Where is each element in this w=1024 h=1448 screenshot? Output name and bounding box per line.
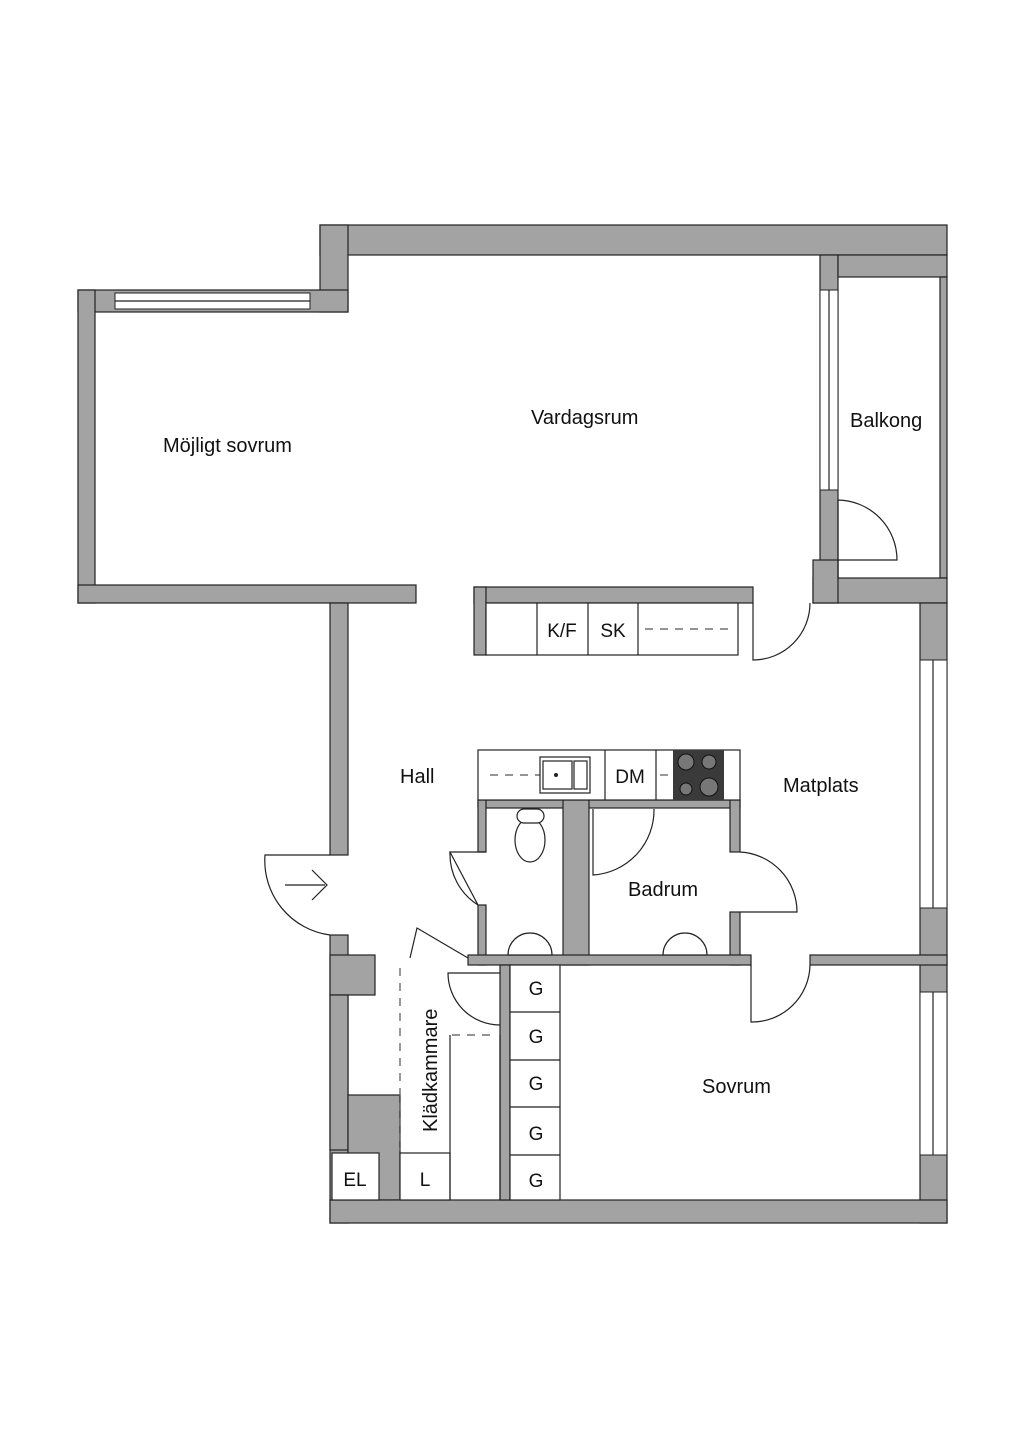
room-label-matplats: Matplats xyxy=(783,775,859,797)
wardrobe-label: G xyxy=(529,1171,544,1192)
dishwasher-label: DM xyxy=(615,767,645,788)
wardrobe-label: G xyxy=(529,1124,544,1145)
cabinet-label: SK xyxy=(600,621,626,642)
room-label-balkong: Balkong xyxy=(850,410,922,432)
toilet-icon xyxy=(514,817,546,863)
fridge-freezer-label: K/F xyxy=(547,621,577,642)
room-label-badrum: Badrum xyxy=(628,879,698,901)
washbasin-icon xyxy=(507,932,553,956)
doors xyxy=(264,499,898,1026)
bathroom-fixtures xyxy=(507,808,708,956)
room-label-vardagsrum: Vardagsrum xyxy=(531,407,638,429)
entrance-arrow-icon xyxy=(285,869,328,901)
washbasin-icon xyxy=(662,932,708,956)
room-label-mojligt-sovrum: Möjligt sovrum xyxy=(163,435,292,457)
windows xyxy=(114,289,948,1156)
room-label-hall: Hall xyxy=(400,766,434,788)
room-label-kladkammare: Klädkammare xyxy=(420,1009,442,1132)
shower-icon xyxy=(592,808,655,876)
room-label-sovrum: Sovrum xyxy=(702,1076,771,1098)
closets xyxy=(331,964,561,1201)
kitchen-upper-units xyxy=(485,602,739,656)
wardrobe-label: G xyxy=(529,1027,544,1048)
electrical-label: EL xyxy=(343,1170,366,1191)
wardrobe-label: G xyxy=(529,1074,544,1095)
wardrobe-label: G xyxy=(529,979,544,1000)
linen-label: L xyxy=(420,1170,431,1191)
kitchen-counter xyxy=(477,749,741,801)
